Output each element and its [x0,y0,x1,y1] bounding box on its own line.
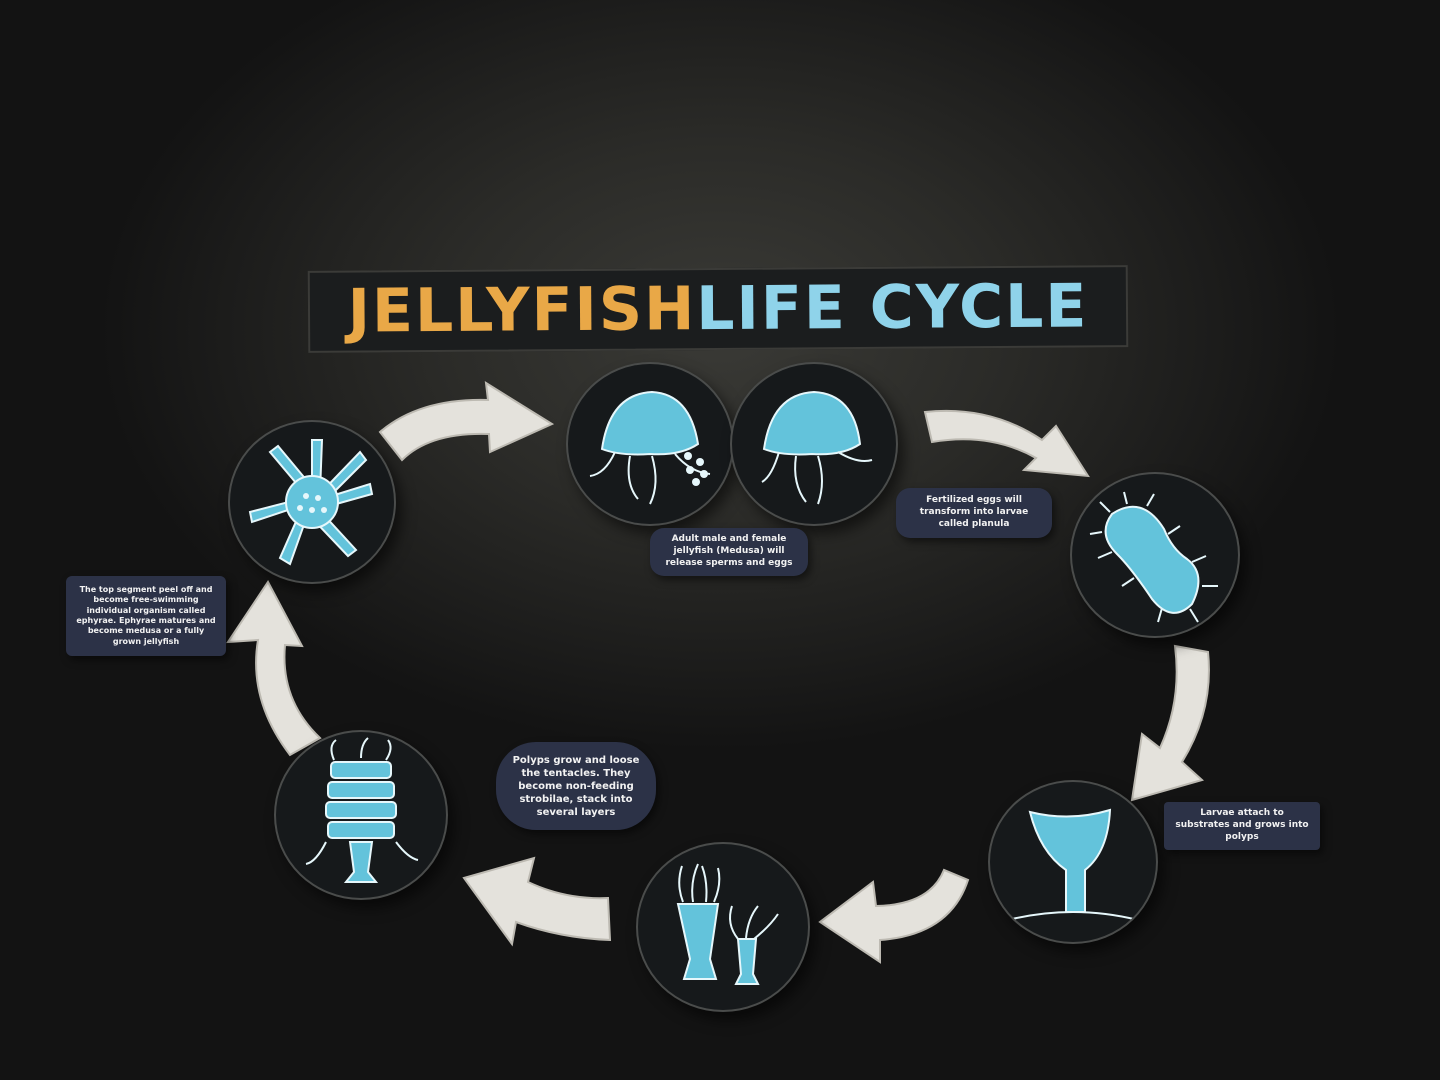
ephyra-icon [248,439,374,566]
stage-disc-medusa-male [730,362,898,526]
arrow-polyp-to-colony [818,868,970,964]
caption-ephyra: The top segment peel off and become free… [66,576,226,656]
stage-disc-planula [1070,472,1240,638]
stage-disc-polyp [988,780,1158,944]
arrow-strobila-to-ephyra [226,580,322,757]
arrow-ephyra-to-medusa [378,381,555,462]
polyp-icon [1007,808,1139,921]
polyp-colony-icon [676,863,779,985]
strobila-icon [305,737,419,883]
caption-medusa: Adult male and female jellyfish (Medusa)… [650,528,808,576]
arrow-colony-to-strobila [462,856,612,947]
stage-disc-ephyra [228,420,396,584]
stage-disc-strobila [274,730,448,900]
medusa-male-icon [761,390,873,505]
caption-polyp: Larvae attach to substrates and grows in… [1164,802,1320,850]
arrow-medusa-to-planula [923,409,1090,478]
arrow-planula-to-polyp [1130,644,1210,802]
caption-planula: Fertilized eggs will transform into larv… [896,488,1052,538]
planula-icon [1089,491,1218,623]
title-part-life-cycle: LIFE CYCLE [696,271,1089,345]
stage-disc-medusa-female [566,362,734,526]
caption-strobila: Polyps grow and loose the tentacles. The… [496,742,656,830]
stage-disc-polyp-colony [636,842,810,1012]
title-part-jellyfish: JELLYFISH [347,274,697,347]
medusa-pair-icon [589,390,711,505]
